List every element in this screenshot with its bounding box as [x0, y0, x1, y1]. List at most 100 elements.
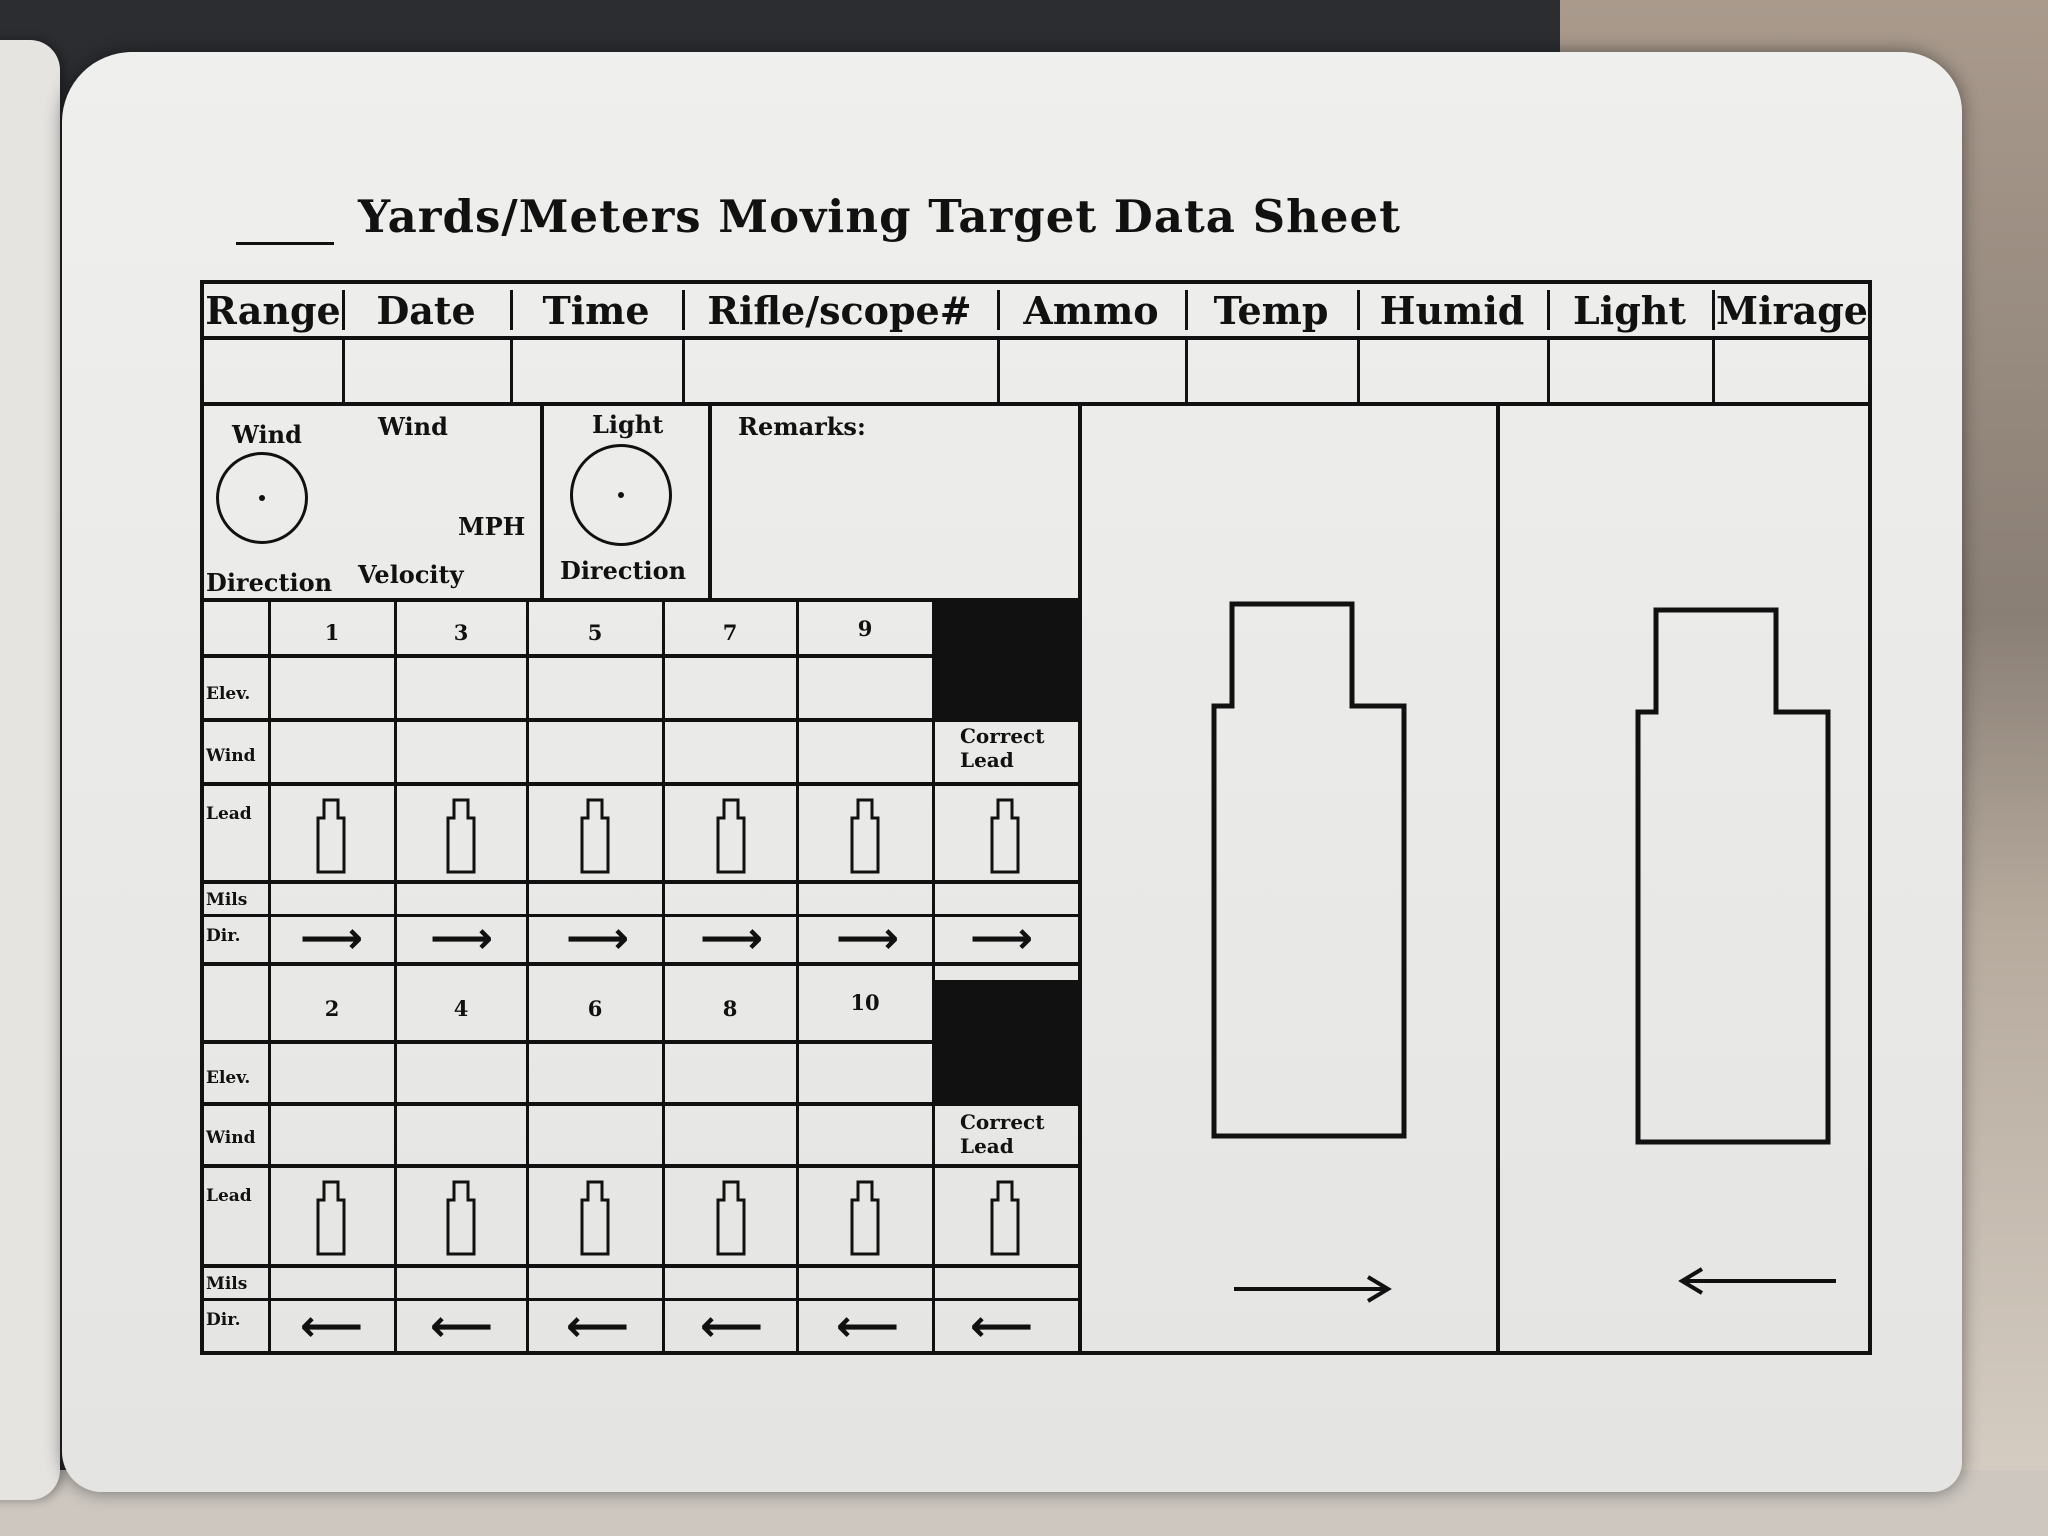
remarks-label: Remarks: [738, 412, 866, 441]
lead-target-icon [316, 798, 346, 874]
light-direction-circle[interactable] [570, 444, 672, 546]
mils-row-line [200, 914, 1078, 917]
header-time: Time [542, 287, 650, 333]
shot-number-4: 4 [453, 996, 469, 1021]
left-arrow-icon: ⟵ [836, 1301, 900, 1352]
wind-velocity-title: Wind [378, 412, 448, 441]
lead-row-line [200, 880, 1078, 884]
lead-target-icon [716, 798, 746, 874]
left-moving-target-silhouette [1635, 607, 1831, 1145]
entry-cell-divider [997, 336, 1000, 402]
distance-blank-line[interactable] [236, 242, 334, 245]
lead-target-icon [446, 798, 476, 874]
entry-cell-divider [1547, 336, 1550, 402]
row-label-elev: Elev. [206, 1068, 251, 1088]
shot-column-line [394, 598, 397, 1355]
lead-row-line [200, 1264, 1078, 1268]
mph-label: MPH [458, 512, 526, 541]
left-arrow-icon: ⟵ [566, 1301, 630, 1352]
entry-cell-divider [342, 336, 345, 402]
black-block-odd [934, 598, 1078, 718]
right-arrow-icon: ⟶ [300, 913, 364, 964]
elev-row-line [200, 1102, 1078, 1106]
header-ammo: Ammo [1023, 287, 1159, 333]
row-label-wind: Wind [206, 1128, 256, 1148]
left-arrow-icon: ⟵ [430, 1301, 494, 1352]
header-light: Light [1573, 287, 1686, 333]
lead-target-icon [446, 1180, 476, 1256]
shot-number-6: 6 [587, 996, 603, 1021]
targets-divider [1078, 402, 1082, 1355]
shot-number-8: 8 [722, 996, 738, 1021]
light-title: Light [592, 410, 664, 439]
wind-light-divider [540, 402, 544, 598]
right-arrow-icon: ⟶ [700, 913, 764, 964]
header-separator [997, 290, 1000, 330]
header-separator [1185, 290, 1188, 330]
lead-target-icon [316, 1180, 346, 1256]
lead-target-icon [580, 798, 610, 874]
left-arrow-icon: ⟵ [970, 1301, 1034, 1352]
shot-number-1: 1 [324, 620, 340, 645]
light-remarks-divider [708, 402, 712, 598]
header-separator [1712, 290, 1715, 330]
shot-number-10: 10 [850, 990, 880, 1015]
shot-number-5: 5 [587, 620, 603, 645]
entry-cell-divider [1185, 336, 1188, 402]
header-separator [682, 290, 685, 330]
row-label-lead: Lead [206, 804, 252, 824]
target-panels-divider [1496, 402, 1500, 1355]
right-arrow-icon: ⟶ [836, 913, 900, 964]
header-separator [1357, 290, 1360, 330]
header-humid: Humid [1379, 287, 1525, 333]
shot-column-line [526, 598, 529, 1355]
left-page-edge [0, 40, 60, 1500]
row-label-dir: Dir. [206, 1310, 241, 1330]
right-arrow-icon: ⟶ [566, 913, 630, 964]
wind-row-line [200, 782, 1078, 786]
sheet-frame [200, 280, 1872, 1355]
entry-cell-divider [510, 336, 513, 402]
paper-page [62, 52, 1962, 1492]
shot-table-top-line [200, 598, 1078, 602]
row-label-mils: Mils [206, 1274, 248, 1294]
header-separator [510, 290, 513, 330]
header-range: Range [205, 287, 341, 333]
lead-target-icon [850, 1180, 880, 1256]
entry-row-bottom-line [200, 402, 1872, 406]
shot-column-line [662, 598, 665, 1355]
right-moving-target-silhouette [1211, 601, 1407, 1139]
shot-column-line [932, 598, 935, 1355]
wind-direction-circle[interactable] [216, 452, 308, 544]
header-separator [1547, 290, 1550, 330]
light-direction-label: Direction [560, 556, 687, 585]
lead-target-icon [850, 798, 880, 874]
shot-number-3: 3 [453, 620, 469, 645]
shot-number-9: 9 [857, 616, 873, 641]
wind-direction-label: Direction [206, 568, 333, 597]
right-arrow-icon: ⟶ [970, 913, 1034, 964]
entry-cell-divider [682, 336, 685, 402]
row-label-column-line [268, 598, 271, 1355]
lead-target-icon [580, 1180, 610, 1256]
row-label-wind: Wind [206, 746, 256, 766]
row-label-elev: Elev. [206, 684, 251, 704]
sheet-title: Yards/Meters Moving Target Data Sheet [358, 190, 1401, 243]
shot-number-7: 7 [722, 620, 738, 645]
header-date: Date [376, 287, 476, 333]
data-sheet: Yards/Meters Moving Target Data Sheet Ra… [200, 190, 1880, 1390]
wind-circle-center-dot [259, 495, 265, 501]
left-arrow-icon: ⟵ [300, 1301, 364, 1352]
odd-group-bottom-line [200, 962, 1078, 966]
row-label-dir: Dir. [206, 926, 241, 946]
lead-target-icon [716, 1180, 746, 1256]
left-direction-arrow-icon [1678, 1267, 1836, 1295]
header-separator [342, 290, 345, 330]
wind-row-line [200, 1164, 1078, 1168]
right-direction-arrow-icon [1234, 1275, 1392, 1303]
header-rifle-scope: Rifle/scope# [707, 287, 972, 333]
lead-target-icon [990, 798, 1020, 874]
header-mirage: Mirage [1716, 287, 1868, 333]
